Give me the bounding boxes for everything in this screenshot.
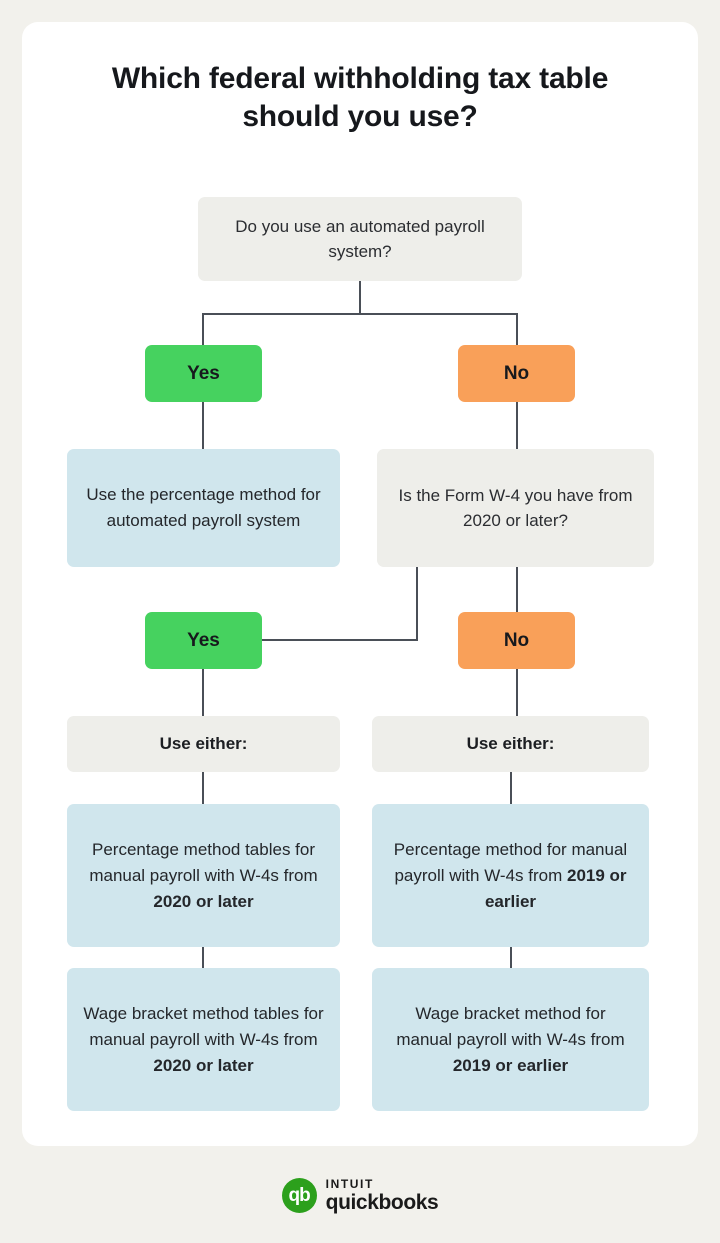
connector-fork-1 xyxy=(202,313,518,315)
pct-left-emphasis: 2020 or later xyxy=(153,891,254,911)
brand-intuit-label: INTUIT xyxy=(325,1177,374,1191)
connector-q2-yes-horizontal xyxy=(262,639,418,641)
brand-logo: qb INTUIT quickbooks xyxy=(0,1178,720,1213)
badge-no-automated: No xyxy=(458,345,575,402)
outcome-wage-bracket-2020-or-later: Wage bracket method tables for manual pa… xyxy=(67,968,340,1111)
badge-yes-w4-2020: Yes xyxy=(145,612,262,669)
connector-fork-to-yes-1 xyxy=(202,313,204,347)
connector-q2-yes-vertical xyxy=(416,567,418,640)
pct-right-emphasis: 2019 or earlier xyxy=(484,865,627,911)
connector-q2-to-no2 xyxy=(516,567,518,614)
connector-fork-to-no-1 xyxy=(516,313,518,347)
outcome-automated-percentage: Use the percentage method for automated … xyxy=(67,449,340,567)
connector-pctright-to-wageright xyxy=(510,945,512,970)
connector-useeither-right-down xyxy=(510,771,512,806)
outcome-percentage-2019-or-earlier: Percentage method for manual payroll wit… xyxy=(372,804,649,947)
brand-quickbooks-label: quickbooks xyxy=(325,1191,439,1214)
connector-no1-to-q2 xyxy=(516,400,518,451)
wage-right-text: Wage bracket method for manual payroll w… xyxy=(396,1003,625,1049)
question-automated-payroll: Do you use an automated payroll system? xyxy=(198,197,522,281)
page-title: Which federal withholding tax table shou… xyxy=(111,62,609,133)
badge-yes-automated: Yes xyxy=(145,345,262,402)
connector-pctleft-to-wageleft xyxy=(202,945,204,970)
wage-left-text: Wage bracket method tables for manual pa… xyxy=(83,1003,324,1049)
connector-no2-to-useeither xyxy=(516,668,518,718)
use-either-label-right: Use either: xyxy=(372,716,649,772)
pct-left-text: Percentage method tables for manual payr… xyxy=(89,839,318,885)
connector-yes1-to-outcome xyxy=(202,400,204,451)
outcome-percentage-2020-or-later: Percentage method tables for manual payr… xyxy=(67,804,340,947)
badge-no-w4-2020: No xyxy=(458,612,575,669)
wage-right-emphasis: 2019 or earlier xyxy=(452,1055,569,1075)
connector-yes2-to-useeither xyxy=(202,668,204,718)
question-form-w4-year: Is the Form W-4 you have from 2020 or la… xyxy=(377,449,654,567)
use-either-label-left: Use either: xyxy=(67,716,340,772)
quickbooks-mark-icon: qb xyxy=(281,1178,317,1213)
connector-useeither-left-down xyxy=(202,771,204,806)
outcome-wage-bracket-2019-or-earlier: Wage bracket method for manual payroll w… xyxy=(372,968,649,1111)
connector-q1-down xyxy=(359,281,361,315)
pct-right-text: Percentage method for manual payroll wit… xyxy=(393,839,628,885)
wage-left-emphasis: 2020 or later xyxy=(153,1055,254,1075)
brand-logo-text: INTUIT quickbooks xyxy=(326,1178,439,1213)
